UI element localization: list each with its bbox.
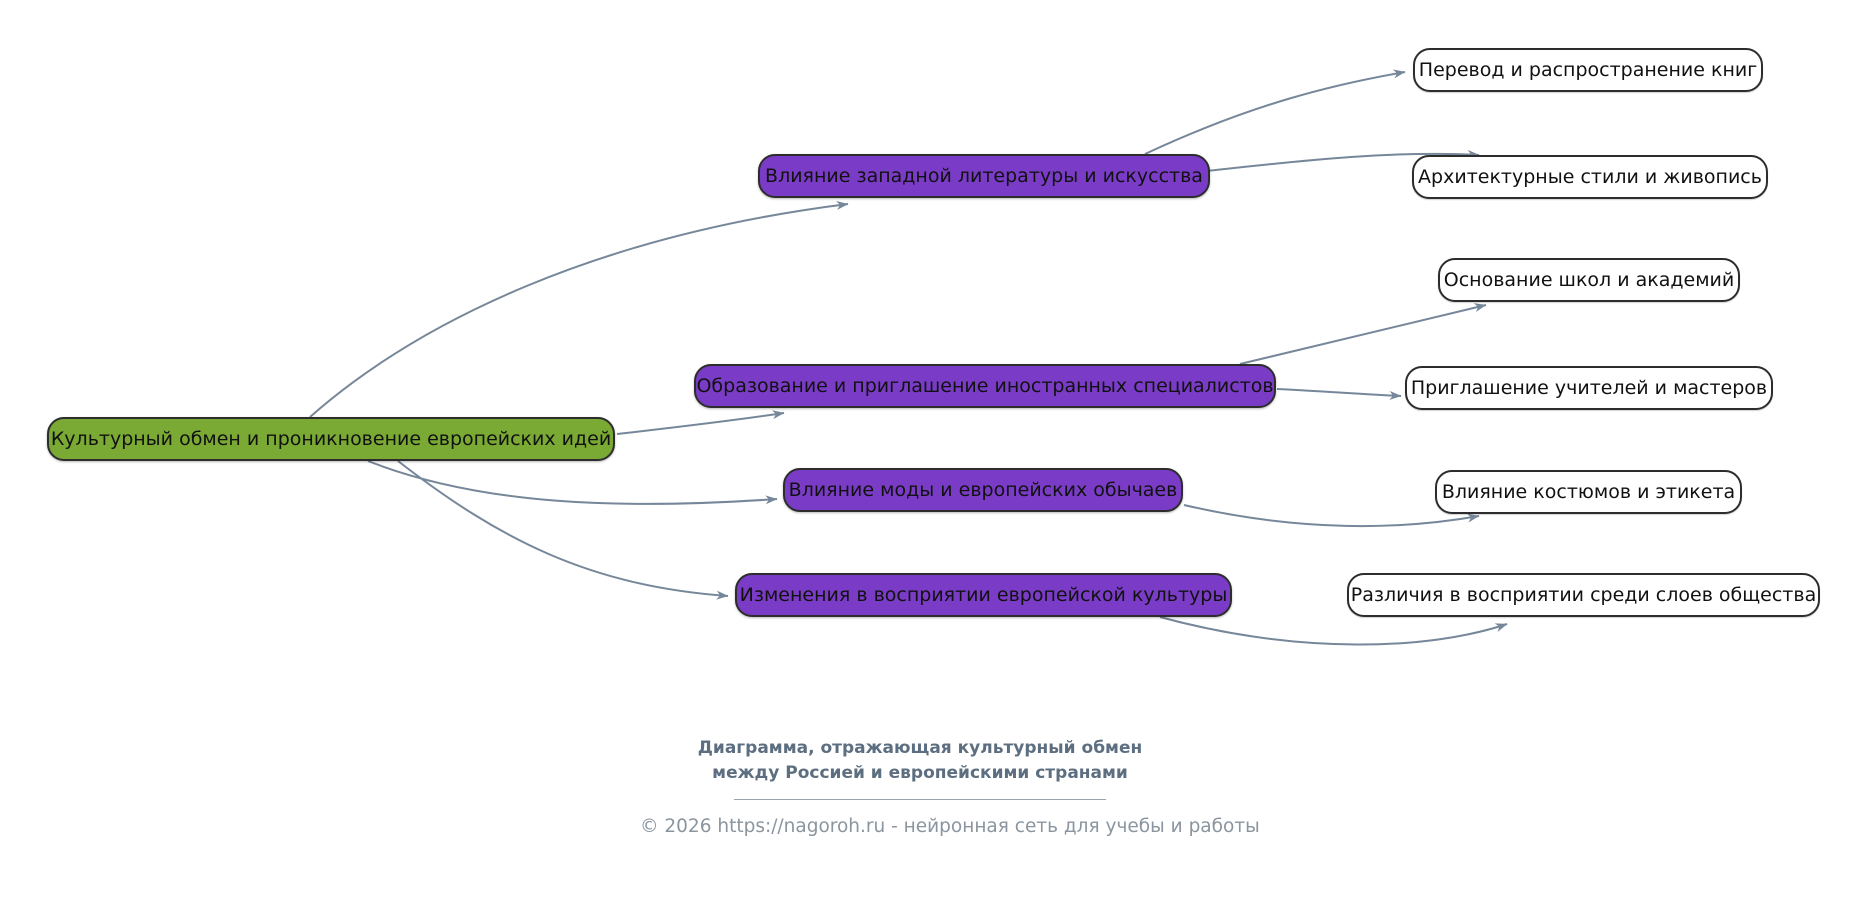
edge-fashion-to-costumes: [1183, 504, 1480, 528]
diagram-caption: Диаграмма, отражающая культурный обмен м…: [640, 736, 1260, 838]
node-leaf-society-differences: Различия в восприятии среди слоев общест…: [1347, 573, 1820, 617]
edge-perception-to-differences: [1159, 616, 1508, 646]
node-branch-perception-changes: Изменения в восприятии европейской культ…: [735, 573, 1232, 617]
edge-literature-to-architecture: [1205, 149, 1480, 172]
edge-root-to-fashion: [367, 460, 778, 505]
edge-education-to-teachers: [1276, 388, 1402, 400]
copyright-text: © 2026 https://nagoroh.ru - нейронная се…: [640, 816, 1260, 838]
node-branch-education-specialists: Образование и приглашение иностранных сп…: [694, 364, 1276, 408]
caption-divider: [734, 799, 1106, 801]
edge-root-to-perception: [397, 460, 729, 600]
node-leaf-costumes-etiquette: Влияние костюмов и этикета: [1435, 470, 1742, 514]
edge-root-to-education: [616, 410, 785, 435]
node-branch-fashion-customs: Влияние моды и европейских обычаев: [783, 468, 1183, 512]
node-leaf-teachers-masters: Приглашение учителей и мастеров: [1405, 366, 1773, 410]
node-leaf-architecture-painting: Архитектурные стили и живопись: [1412, 155, 1768, 199]
edge-literature-to-books: [1144, 69, 1406, 155]
node-root-cultural-exchange: Культурный обмен и проникновение европей…: [47, 417, 615, 461]
node-leaf-schools-academies: Основание школ и академий: [1438, 258, 1740, 302]
edge-education-to-schools: [1239, 303, 1487, 365]
caption-title: Диаграмма, отражающая культурный обмен м…: [697, 738, 1143, 783]
node-leaf-book-translation: Перевод и распространение книг: [1413, 48, 1763, 92]
node-branch-western-literature: Влияние западной литературы и искусства: [758, 154, 1210, 198]
edge-root-to-literature: [309, 200, 849, 418]
